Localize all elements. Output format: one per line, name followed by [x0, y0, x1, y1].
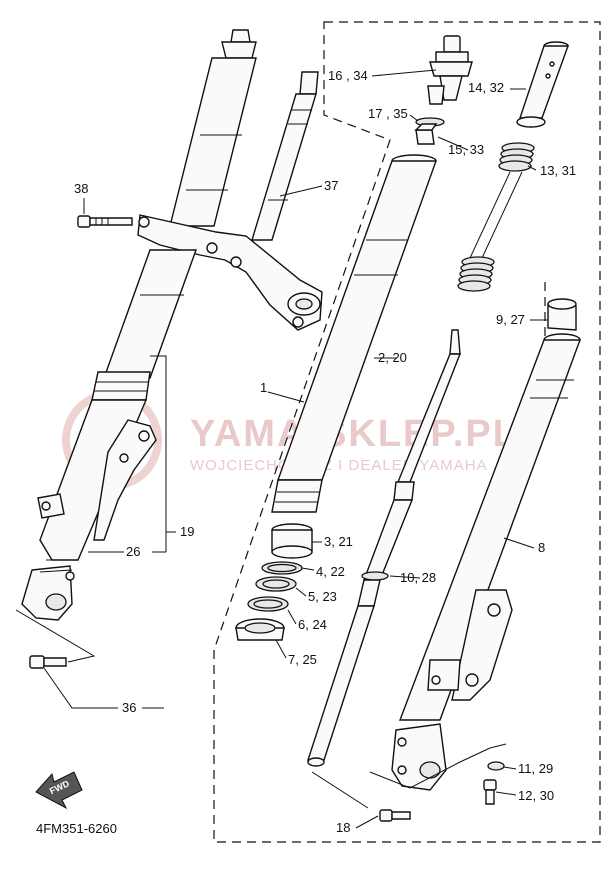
nut-15-33: [414, 123, 438, 145]
inner-components-boundary: [213, 21, 601, 843]
bolt-18: [379, 809, 411, 822]
callout-2-20: 2, 20: [378, 350, 407, 365]
callout-19: 19: [180, 524, 194, 539]
callout-9-27: 9, 27: [496, 312, 525, 327]
callout-26: 26: [126, 544, 140, 559]
callout-18: 18: [336, 820, 350, 835]
callout-10-28: 10, 28: [400, 570, 436, 585]
diagram-code: 4FM351-6260: [36, 821, 117, 836]
callout-11-29: 11, 29: [518, 761, 553, 776]
bolt-38: [77, 215, 133, 228]
cap-bolt-16-34: [427, 35, 473, 105]
callout-5-23: 5, 23: [308, 589, 337, 604]
washer-11-29: [487, 761, 505, 771]
callout-7-25: 7, 25: [288, 652, 317, 667]
leader-lines: [15, 69, 548, 829]
callout-17-35: 17 , 35: [368, 106, 408, 121]
callout-13-31: 13, 31: [540, 163, 576, 178]
inner-tube-2-20: [271, 154, 437, 513]
forward-direction-arrow-icon: FWD: [35, 771, 83, 810]
callout-12-30: 12, 30: [518, 788, 554, 803]
callout-15-33: 15, 33: [448, 142, 484, 157]
steering-shaft-37: [251, 71, 319, 241]
callout-38: 38: [74, 181, 88, 196]
callout-labels: 38 37 16 , 34 17 , 35 15, 33 14, 32 13, …: [36, 68, 576, 836]
callout-3-21: 3, 21: [324, 534, 353, 549]
callout-36: 36: [122, 700, 136, 715]
seal-stack: [235, 523, 313, 641]
callout-14-32: 14, 32: [468, 80, 504, 95]
watermark-subtitle: WOJCIECHOWICZ I DEALER YAMAHA: [190, 457, 488, 474]
callout-4-22: 4, 22: [316, 564, 345, 579]
callout-6-24: 6, 24: [298, 617, 327, 632]
callout-16-34: 16 , 34: [328, 68, 368, 83]
callout-37: 37: [324, 178, 338, 193]
watermark-title: YAMA-SKLEP.PL: [190, 413, 518, 455]
damper-rod-10-28: [307, 329, 462, 767]
bolt-12-30: [483, 779, 497, 805]
left-fork-assembly: [21, 29, 323, 621]
callout-1: 1: [260, 380, 267, 395]
outer-tube-8: [391, 298, 582, 791]
fork-spring-13-31: [457, 142, 535, 292]
bolt-36: [29, 655, 67, 669]
spacer-tube-14-32: [516, 41, 569, 128]
callout-8: 8: [538, 540, 545, 555]
